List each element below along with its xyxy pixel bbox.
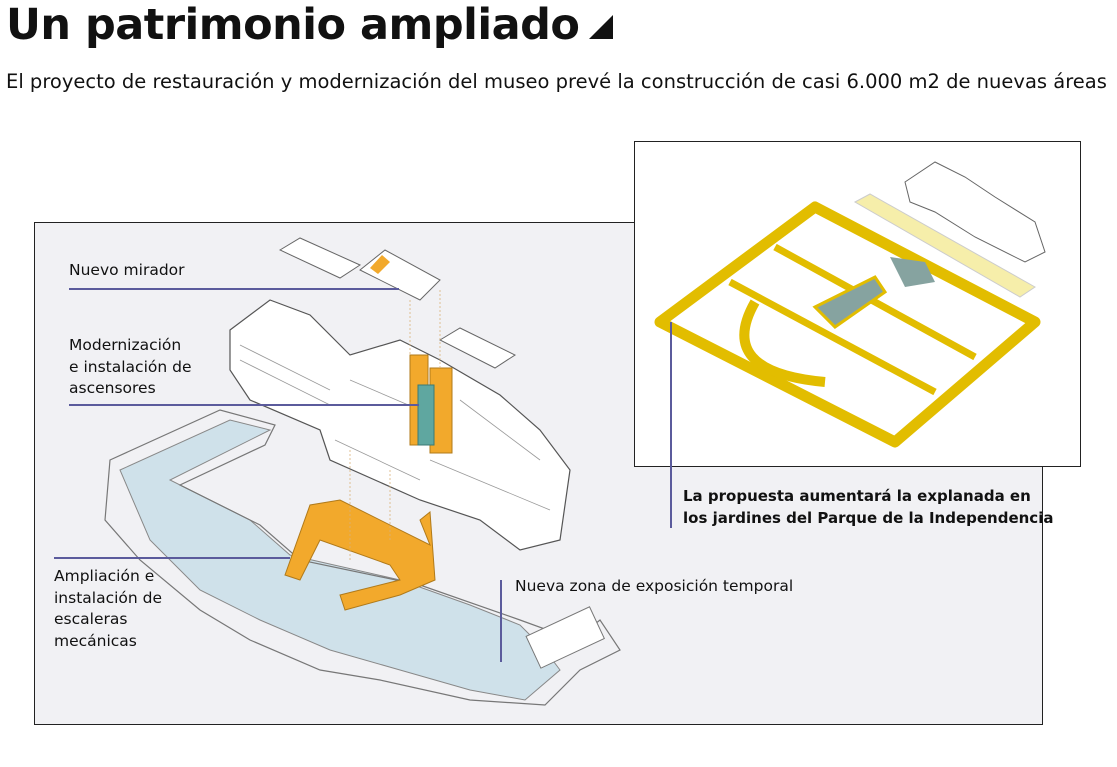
pond-teal <box>812 275 888 329</box>
label-exposicion: Nueva zona de exposición temporal <box>515 577 794 595</box>
mirador-orange <box>370 255 390 274</box>
label-line: ascensores <box>69 379 156 397</box>
label-escaleras: Ampliación e instalación de escaleras me… <box>54 566 162 652</box>
annex-building <box>525 606 605 669</box>
triangle-icon <box>589 15 614 39</box>
mirador-structure <box>359 249 441 301</box>
label-line: e instalación de <box>69 357 192 376</box>
museum-building-small <box>904 161 1046 263</box>
pond-teal-2 <box>890 257 935 287</box>
label-line: Modernización <box>69 336 182 354</box>
leader-line-ascensores <box>69 404 419 406</box>
main-building <box>229 299 571 551</box>
garden-inset-panel <box>634 141 1081 467</box>
label-line: los jardines del Parque de la Independen… <box>683 508 1054 527</box>
leader-line-mirador <box>69 288 399 290</box>
label-line: escaleras <box>54 610 128 628</box>
garden-illustration <box>654 161 1046 448</box>
leader-line-explanada <box>670 322 672 528</box>
elevator-shaft-teal <box>417 384 435 446</box>
label-line: Ampliación e <box>54 567 155 585</box>
escalator-structure <box>284 499 436 611</box>
lower-floor-outline <box>104 409 621 706</box>
subtitle: El proyecto de restauración y modernizac… <box>6 70 1107 93</box>
roof-structure <box>278 237 362 279</box>
title-text: Un patrimonio ampliado <box>6 0 580 50</box>
roof-structure-right <box>438 327 517 369</box>
garden-arc <box>739 299 826 387</box>
label-line: instalación de <box>54 588 163 607</box>
label-line: La propuesta aumentará la explanada en <box>683 487 1031 505</box>
label-line: mecánicas <box>54 631 137 650</box>
leader-line-exposicion <box>500 580 502 662</box>
label-explanada: La propuesta aumentará la explanada en l… <box>683 486 1053 529</box>
label-ascensores: Modernización e instalación de ascensore… <box>69 335 192 400</box>
leader-line-escaleras <box>54 557 290 559</box>
esplanade-light <box>853 193 1036 298</box>
page-title: Un patrimonio ampliado <box>6 0 614 50</box>
label-nuevo-mirador: Nuevo mirador <box>69 261 185 279</box>
garden-yellow <box>654 201 1041 448</box>
